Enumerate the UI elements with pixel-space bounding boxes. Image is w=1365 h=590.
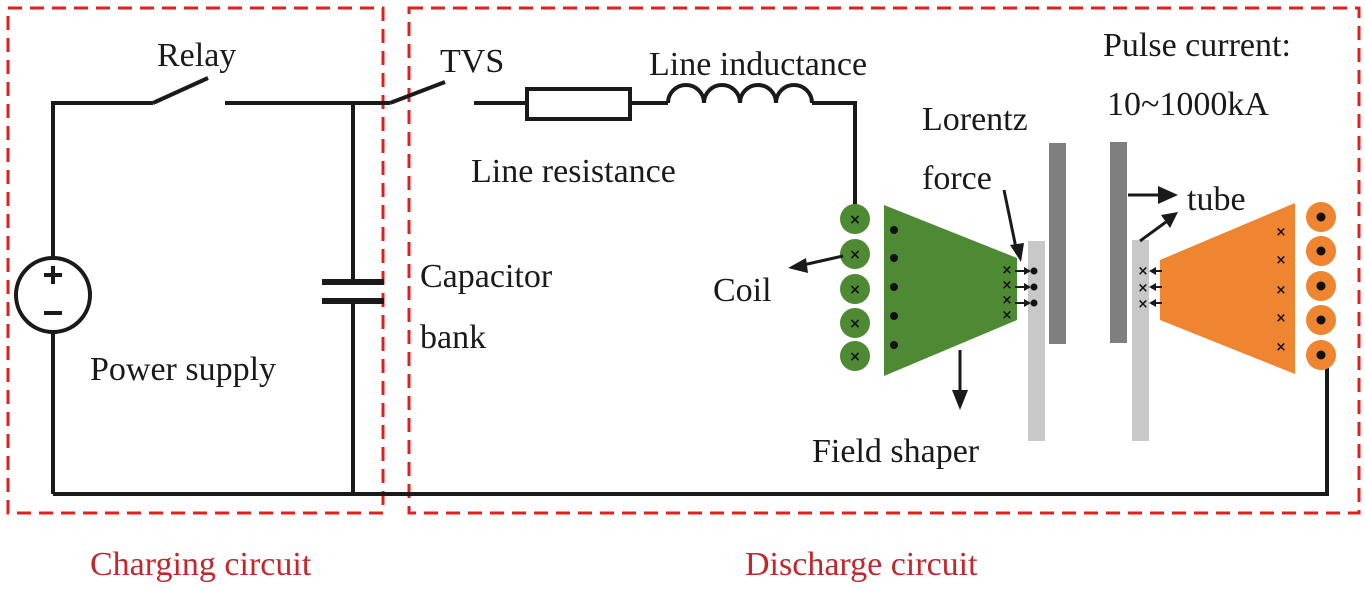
- svg-text:×: ×: [1276, 283, 1287, 298]
- resistor-icon: [525, 87, 632, 121]
- coil-turn: [840, 341, 870, 371]
- svg-text:×: ×: [1138, 297, 1149, 312]
- svg-text:×: ×: [1138, 281, 1149, 296]
- discharge-circuit-caption: Discharge circuit: [745, 546, 978, 583]
- induced-current-marks-right: × × ×: [1138, 264, 1149, 312]
- tube-arrow-diagonal-icon: [1139, 220, 1167, 243]
- workpiece-plate-light-right: [1132, 240, 1149, 441]
- pulse-current-range-label: 10~1000kA: [1107, 86, 1269, 123]
- line-inductance-label: Line inductance: [649, 46, 867, 83]
- svg-text:×: ×: [1138, 264, 1149, 279]
- coil-label: Coil: [713, 272, 772, 309]
- svg-text:×: ×: [849, 282, 861, 298]
- coil-turns: × × × × ×: [840, 204, 870, 371]
- coil-turn: [840, 274, 870, 304]
- lorentz-force-arrow-icon: [1002, 189, 1018, 249]
- coil-turn: [840, 308, 870, 338]
- svg-text:×: ×: [849, 349, 861, 365]
- svg-text:×: ×: [1276, 225, 1287, 240]
- line-resistance-label: Line resistance: [471, 153, 676, 190]
- workpiece-plate-dark-left: [1049, 143, 1066, 344]
- svg-text:×: ×: [849, 247, 861, 263]
- charging-circuit-region: [6, 6, 385, 515]
- field-shaper-orange: × × × × ×: [1160, 203, 1295, 374]
- inductor-icon: [666, 83, 814, 104]
- svg-text:×: ×: [1276, 311, 1287, 326]
- capacitor-bank-label-line1: Capacitor: [420, 258, 553, 295]
- coil-arrow-icon: [802, 254, 844, 267]
- coil-turn: [840, 204, 870, 234]
- svg-text:×: ×: [849, 212, 861, 228]
- lorentz-force-label-line1: Lorentz: [922, 101, 1028, 138]
- svg-text:×: ×: [849, 316, 861, 332]
- svg-text:×: ×: [1002, 278, 1013, 293]
- induced-current-dots-left: [1030, 267, 1038, 307]
- coil-turns-orange: [1306, 202, 1336, 370]
- svg-text:×: ×: [1002, 308, 1013, 323]
- power-supply-source: [14, 256, 92, 334]
- tube-label: tube: [1187, 181, 1246, 218]
- dc-voltage-source-icon: [14, 256, 92, 334]
- charging-circuit-caption: Charging circuit: [90, 546, 312, 583]
- svg-text:×: ×: [1002, 293, 1013, 308]
- lorentz-force-label-line2: force: [922, 160, 992, 197]
- discharge-circuit-region: [407, 6, 1361, 515]
- coil-turn: [840, 239, 870, 269]
- svg-text:×: ×: [1276, 253, 1287, 268]
- workpiece-plate-light-left: [1028, 241, 1045, 441]
- arrows: [788, 186, 1178, 410]
- relay-label: Relay: [157, 37, 236, 74]
- pulse-current-label: Pulse current:: [1103, 27, 1291, 64]
- svg-text:×: ×: [1276, 340, 1287, 355]
- field-shaper-label: Field shaper: [812, 433, 980, 470]
- tvs-label: TVS: [440, 43, 504, 80]
- field-shaper-green: × × × ×: [884, 205, 1017, 376]
- svg-text:×: ×: [1002, 263, 1013, 278]
- circuit-wires: [51, 76, 1329, 496]
- capacitor-icon: [322, 279, 384, 304]
- capacitor-bank-label-line2: bank: [420, 319, 486, 356]
- power-supply-label: Power supply: [90, 351, 276, 388]
- workpiece-plate-dark-right: [1110, 142, 1127, 343]
